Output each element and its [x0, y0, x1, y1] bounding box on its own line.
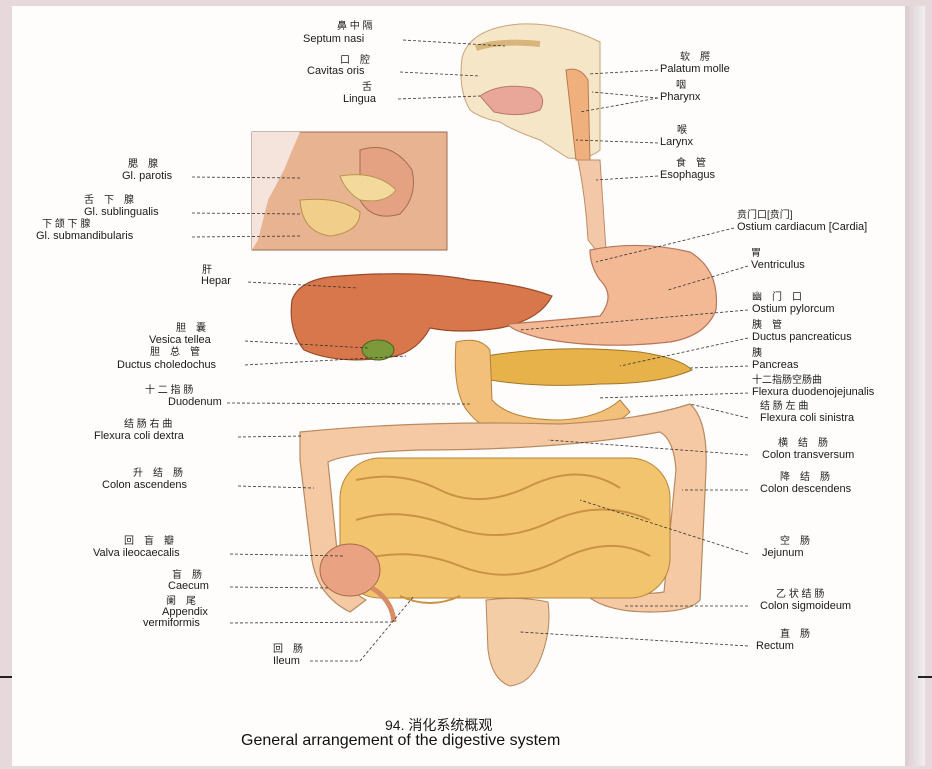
label-flexura-duodenojejunalis-zh: 十二指肠空肠曲 — [752, 376, 822, 386]
figure-caption: General arrangement of the digestive sys… — [241, 732, 560, 750]
label-ostium-cardiacum: Ostium cardiacum [Cardia] — [737, 222, 867, 233]
rectum-shape — [486, 598, 549, 686]
label-larynx: Larynx — [660, 137, 693, 148]
label-esophagus: Esophagus — [660, 170, 715, 181]
face-inset — [252, 132, 447, 250]
label-flexura-coli-dextra-zh: 结 肠 右 曲 — [124, 420, 172, 430]
label-jejunum: Jejunum — [762, 548, 804, 559]
label-caecum: Caecum — [168, 581, 209, 592]
label-gl-sublingualis: Gl. sublingualis — [84, 207, 159, 218]
label-flexura-coli-sinistra: Flexura coli sinistra — [760, 413, 854, 424]
label-ventriculus: Ventriculus — [751, 260, 805, 271]
label-pharynx-zh: 咽 — [676, 81, 686, 91]
esophagus-shape — [578, 160, 606, 250]
label-gl-parotis: Gl. parotis — [122, 171, 172, 182]
label-vesica-tellea: Vesica tellea — [149, 335, 211, 346]
label-colon-sigmoideum-zh: 乙 状 结 肠 — [776, 590, 824, 600]
label-rectum-zh: 直 肠 — [780, 630, 810, 640]
label-pharynx: Pharynx — [660, 92, 700, 103]
label-vesica-tellea-zh: 胆 囊 — [176, 324, 206, 334]
label-cavitas-oris: Cavitas oris — [307, 66, 364, 77]
label-ductus-pancreaticus: Ductus pancreaticus — [752, 332, 852, 343]
gallbladder-shape — [362, 340, 394, 360]
label-jejunum-zh: 空 肠 — [780, 537, 810, 547]
label-gl-parotis-zh: 腮 腺 — [128, 160, 158, 170]
label-valva-ileocaecalis-zh: 回 盲 瓣 — [124, 537, 174, 547]
label-colon-transversum: Colon transversum — [762, 450, 854, 461]
label-esophagus-zh: 食 管 — [676, 159, 706, 169]
label-flexura-duodenojejunalis: Flexura duodenojejunalis — [752, 387, 874, 398]
label-pancreas: Pancreas — [752, 360, 798, 371]
label-vermiformis: vermiformis — [143, 618, 200, 629]
label-ventriculus-zh: 胃 — [751, 249, 761, 259]
label-lingua-zh: 舌 — [362, 83, 372, 93]
label-larynx-zh: 喉 — [677, 126, 687, 136]
label-ostium-pylorcum: Ostium pylorcum — [752, 304, 835, 315]
label-gl-sublingualis-zh: 舌 下 腺 — [84, 196, 134, 206]
label-ostium-cardiacum-zh: 贲门口[贲门] — [737, 211, 793, 221]
label-gl-submandibularis: Gl. submandibularis — [36, 231, 133, 242]
label-duodenum: Duodenum — [168, 397, 222, 408]
label-ileum-zh: 回 肠 — [273, 645, 303, 655]
label-ostium-pylorcum-zh: 幽 门 口 — [752, 293, 802, 303]
label-septum-nasi-zh: 鼻 中 隔 — [337, 22, 373, 32]
label-colon-ascendens: Colon ascendens — [102, 480, 187, 491]
label-colon-sigmoideum: Colon sigmoideum — [760, 601, 851, 612]
label-palatum-molle-zh: 软 腭 — [680, 53, 710, 63]
caecum-shape — [320, 544, 380, 596]
label-colon-descendens-zh: 降 结 肠 — [780, 473, 830, 483]
label-palatum-molle: Palatum molle — [660, 64, 730, 75]
label-ductus-pancreaticus-zh: 胰 管 — [752, 321, 782, 331]
label-ductus-choledochus-zh: 胆 总 管 — [150, 348, 200, 358]
label-pancreas-zh: 胰 — [752, 349, 762, 359]
head-sagittal-section — [461, 24, 600, 160]
label-gl-submandibularis-zh: 下 颌 下 腺 — [42, 220, 90, 230]
label-duodenum-zh: 十 二 指 肠 — [145, 386, 193, 396]
label-hepar: Hepar — [201, 276, 231, 287]
label-flexura-coli-dextra: Flexura coli dextra — [94, 431, 184, 442]
label-flexura-coli-sinistra-zh: 结 肠 左 曲 — [760, 402, 808, 412]
label-rectum: Rectum — [756, 641, 794, 652]
label-septum-nasi: Septum nasi — [303, 34, 364, 45]
label-valva-ileocaecalis: Valva ileocaecalis — [93, 548, 180, 559]
label-colon-descendens: Colon descendens — [760, 484, 851, 495]
label-lingua: Lingua — [343, 94, 376, 105]
label-ileum: Ileum — [273, 656, 300, 667]
small-intestine-shape — [340, 458, 670, 603]
label-ductus-choledochus: Ductus choledochus — [117, 360, 216, 371]
label-colon-ascendens-zh: 升 结 肠 — [133, 469, 183, 479]
label-colon-transversum-zh: 横 结 肠 — [778, 439, 828, 449]
pancreas-shape — [486, 349, 692, 386]
